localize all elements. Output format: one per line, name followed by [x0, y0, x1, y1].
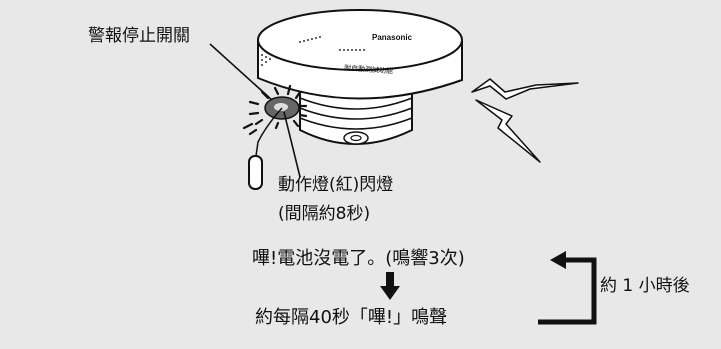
led-label: 動作燈(紅)閃燈	[278, 175, 394, 195]
repeat-beep-label: 約每隔40秒「嗶!」鳴聲	[255, 307, 448, 328]
leader-stop-switch	[209, 43, 273, 101]
test-button	[343, 131, 369, 145]
led-interval-label: (間隔約8秒)	[278, 204, 371, 224]
detector-lower-body	[299, 91, 413, 145]
brand-logo: Panasonic	[372, 33, 413, 42]
loop-arrow	[538, 251, 597, 325]
led-flash	[242, 84, 308, 136]
detector-upper-body: Panasonic 附自動測試功能	[257, 9, 463, 100]
alarm-sound-lines	[471, 78, 579, 163]
device-side-text: 附自動測試功能	[344, 63, 394, 75]
leader-led	[283, 111, 301, 178]
pull-cord	[248, 107, 283, 190]
down-arrow	[380, 272, 400, 300]
stop-switch-label: 警報停止開關	[88, 26, 190, 46]
interval-label: 約 1 小時後	[600, 276, 690, 296]
battery-message: 嗶!電池沒電了。(鳴響3次)	[252, 248, 465, 269]
